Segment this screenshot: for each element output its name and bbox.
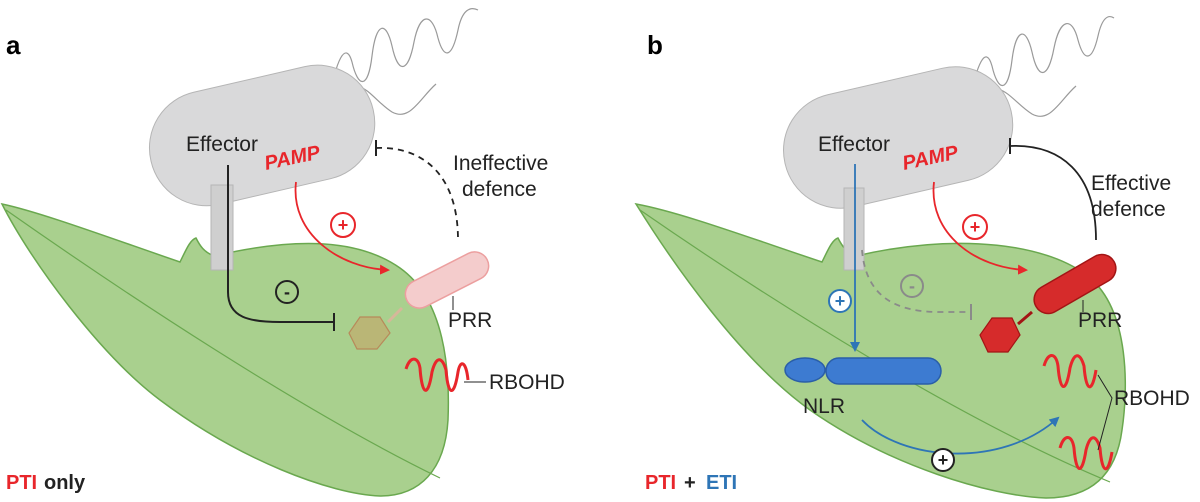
prr-label-b: PRR: [1078, 309, 1122, 332]
pamp-arrow-a: [294, 181, 390, 275]
prr-label-a: PRR: [448, 309, 492, 332]
pamp-arrow-b: [932, 181, 1028, 275]
plus-sign-b-lower: +: [938, 450, 949, 470]
minus-sign-a: -: [284, 282, 290, 302]
flagellum-b: [969, 15, 1115, 105]
plus-sign-b-blue: +: [835, 291, 846, 311]
defence-label-a-1: Ineffective: [453, 152, 548, 175]
secretion-tube-a: [210, 184, 234, 271]
minus-circle-a: [275, 280, 299, 304]
plus-circle-b-red: [962, 214, 988, 240]
defence-arc-b: [1009, 145, 1097, 241]
rbohd-a: [404, 357, 470, 392]
caption-plus-b: +: [684, 472, 696, 494]
bacterium-a: [148, 64, 376, 207]
caption-only-a: only: [44, 472, 86, 494]
rbohd-leader-b: [1097, 374, 1113, 451]
prr-stalk-b: [1017, 310, 1033, 326]
panel-a: a Effector PAMP - + PRR Ineffective defe…: [0, 8, 565, 497]
caption-pti-b: PTI: [645, 472, 676, 494]
plus-circle-b-lower: [931, 448, 955, 472]
plus-sign-b-red: +: [970, 217, 981, 237]
minus-circle-b: [900, 274, 924, 298]
effector-inhibition-a: [227, 165, 333, 323]
defence-label-b-1: Effective: [1091, 172, 1171, 195]
effector-label-b: Effector: [818, 133, 890, 156]
panel-a-letter: a: [6, 30, 21, 60]
defence-label-a-2: defence: [462, 178, 537, 201]
flagellum-a: [329, 8, 479, 103]
kinase-hex-a: [348, 316, 391, 350]
rbohd-b-1: [1042, 354, 1098, 389]
rbohd-label-a: RBOHD: [489, 371, 565, 394]
plus-sign-a: +: [338, 215, 349, 235]
panel-b-letter: b: [647, 30, 663, 60]
minus-sign-b: -: [909, 276, 915, 296]
leaf-a-midrib: [5, 209, 441, 479]
panel-b: b Effector PAMP - + NLR + +: [634, 15, 1190, 499]
prr-stalk-a: [386, 306, 404, 324]
plus-circle-a: [330, 212, 356, 238]
plus-circle-b-blue: [828, 289, 852, 313]
leaf-b-midrib: [639, 209, 1111, 483]
rbohd-label-b: RBOHD: [1114, 387, 1190, 410]
secretion-tube-b: [843, 187, 865, 271]
caption-pti-a: PTI: [6, 472, 37, 494]
defence-label-b-2: defence: [1091, 198, 1166, 221]
nlr-label: NLR: [803, 395, 845, 418]
bacterium-b: [783, 66, 1014, 209]
effector-label-a: Effector: [186, 133, 258, 156]
kinase-hex-b: [979, 317, 1021, 353]
prr-b: [1033, 253, 1117, 315]
leaf-b: [634, 202, 1127, 499]
rbohd-b-2: [1058, 436, 1114, 471]
prr-a: [404, 251, 490, 309]
nlr-body: [825, 357, 942, 385]
defence-arc-a: [375, 147, 459, 241]
nlr-head: [784, 357, 826, 383]
caption-eti-b: ETI: [706, 472, 737, 494]
